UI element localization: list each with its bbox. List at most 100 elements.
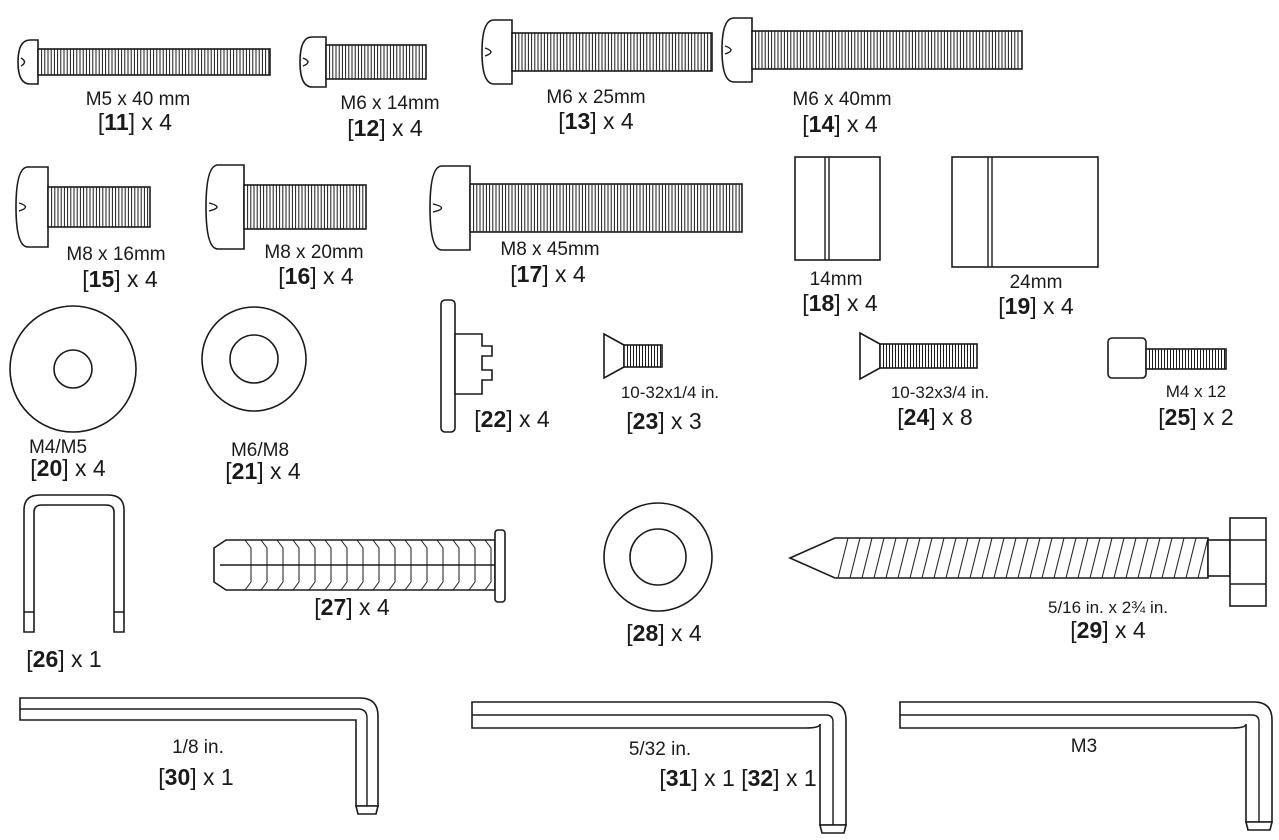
part-19-size-label: 24mm <box>1010 273 1063 292</box>
part-22-quantity-label: [22] x 4 <box>474 406 550 432</box>
part-27-quantity-label: [27] x 4 <box>314 594 390 620</box>
part-number: 28 <box>632 620 659 646</box>
part-24-quantity-label: [24] x 8 <box>897 404 973 430</box>
part-23-quantity-label: [23] x 3 <box>626 408 702 434</box>
part-17-size-label: M8 x 45mm <box>500 240 599 259</box>
part-number: 15 <box>88 266 115 292</box>
part-16-size-label: M8 x 20mm <box>264 243 363 262</box>
part-number: 30 <box>164 764 191 790</box>
part-number: 12 <box>353 115 380 141</box>
part-28-quantity-label: [28] x 4 <box>626 620 702 646</box>
part-quantity: x 4 <box>671 620 702 646</box>
part-21-size-label: M6/M8 <box>231 441 289 460</box>
part-number: 14 <box>808 111 835 137</box>
part-number: 32 <box>747 765 774 791</box>
part-size-text: M6 x 25mm <box>546 87 646 108</box>
part-11-size-label: M5 x 40 mm <box>86 90 191 109</box>
part-20-quantity-label: [20] x 4 <box>30 455 106 481</box>
part-15-size-label: M8 x 16mm <box>66 245 165 264</box>
part-number: 25 <box>1164 404 1191 430</box>
part-number: 16 <box>284 263 311 289</box>
part-quantity: x 4 <box>141 109 173 135</box>
part-15-quantity-label: [15] x 4 <box>82 266 158 292</box>
part-number: 24 <box>903 404 930 430</box>
part-25-size-label: M4 x 12 <box>1166 383 1226 400</box>
part-11-quantity-label: [11] x 4 <box>97 109 173 135</box>
part-size-text: M8 x 45mm <box>500 239 600 260</box>
clip-22-icon <box>440 299 493 433</box>
part-quantity: x 4 <box>323 263 354 289</box>
part-23-size-label: 10-32x1/4 in. <box>621 384 719 401</box>
part-quantity: x 4 <box>270 458 301 484</box>
screw-25-icon <box>1107 337 1227 379</box>
part-quantity: x 4 <box>1115 617 1146 643</box>
part-quantity: x 1 <box>785 765 817 791</box>
part-size-text: 5/16 in. x 2¾ in. <box>1047 598 1169 617</box>
part-quantity: x 4 <box>555 261 586 287</box>
bolt-14-icon <box>721 17 1023 83</box>
bolt-15-icon <box>15 166 151 248</box>
part-number: 27 <box>320 594 347 620</box>
spacer-19-icon <box>951 156 1099 268</box>
part-21-quantity-label: [21] x 4 <box>225 458 301 484</box>
part-17-quantity-label: [17] x 4 <box>510 261 586 287</box>
bolt-16-icon <box>205 164 367 250</box>
part-quantity: x 4 <box>75 455 106 481</box>
part-quantity: x 4 <box>519 406 550 432</box>
washer-28-icon <box>603 502 713 612</box>
part-number: 20 <box>36 455 63 481</box>
hex-key-30-icon <box>19 697 380 815</box>
part-18-quantity-label: [18] x 4 <box>802 290 878 316</box>
part-size-text: M8 x 16mm <box>66 244 166 265</box>
part-number: 22 <box>480 406 507 432</box>
hex-key-quantity-label: [31] x 1 [32] x 1 <box>659 765 817 791</box>
part-number: 31 <box>665 765 692 791</box>
screw-24-icon <box>859 331 978 381</box>
bolt-11-icon <box>17 39 271 85</box>
bolt-13-icon <box>481 19 713 85</box>
part-quantity: x 4 <box>392 115 423 141</box>
hex-key-33-icon <box>899 701 1274 831</box>
part-number: 17 <box>516 261 543 287</box>
hex-key-size-text: M3 <box>1070 736 1098 757</box>
part-12-size-label: M6 x 14mm <box>340 94 439 113</box>
spacer-18-icon <box>794 156 881 261</box>
part-size-text: M5 x 40 mm <box>85 89 191 110</box>
part-13-size-label: M6 x 25mm <box>546 88 645 107</box>
hex-key-18in-size-label: 1/8 in. <box>172 738 224 757</box>
part-18-size-label: 14mm <box>810 270 863 289</box>
part-quantity: x 4 <box>847 290 878 316</box>
part-25-quantity-label: [25] x 2 <box>1158 404 1234 430</box>
hex-key-532in-size-label: 5/32 in. <box>629 740 691 759</box>
u-bracket-26-icon <box>23 494 125 633</box>
part-quantity: x 1 <box>704 765 735 791</box>
part-number: 26 <box>32 646 59 672</box>
hex-key-31-icon <box>471 701 848 834</box>
part-size-text: 24mm <box>1009 272 1063 293</box>
part-size-text: M6/M8 <box>230 440 290 461</box>
part-quantity: x 4 <box>1043 293 1074 319</box>
washer-20-icon <box>9 305 137 433</box>
part-size-text: M4 x 12 <box>1165 382 1227 401</box>
part-19-quantity-label: [19] x 4 <box>998 293 1074 319</box>
part-quantity: x 3 <box>671 408 702 434</box>
washer-21-icon <box>201 306 307 412</box>
part-size-text: 14mm <box>809 269 863 290</box>
part-29-quantity-label: [29] x 4 <box>1070 617 1146 643</box>
part-quantity: x 4 <box>847 111 878 137</box>
part-quantity: x 1 <box>71 646 102 672</box>
part-number: 23 <box>632 408 659 434</box>
part-number: 19 <box>1004 293 1031 319</box>
hex-key-quantity-label: [30] x 1 <box>158 764 234 790</box>
part-quantity: x 8 <box>942 404 973 430</box>
part-quantity: x 2 <box>1203 404 1234 430</box>
part-size-text: M6 x 40mm <box>792 89 892 110</box>
part-12-quantity-label: [12] x 4 <box>347 115 423 141</box>
part-14-quantity-label: [14] x 4 <box>802 111 878 137</box>
part-quantity: x 1 <box>203 764 234 790</box>
hex-key-size-text: 5/32 in. <box>628 739 692 760</box>
hex-key-M3-size-label: M3 <box>1071 737 1097 756</box>
part-quantity: x 4 <box>603 108 634 134</box>
part-size-text: 10-32x3/4 in. <box>890 383 990 402</box>
